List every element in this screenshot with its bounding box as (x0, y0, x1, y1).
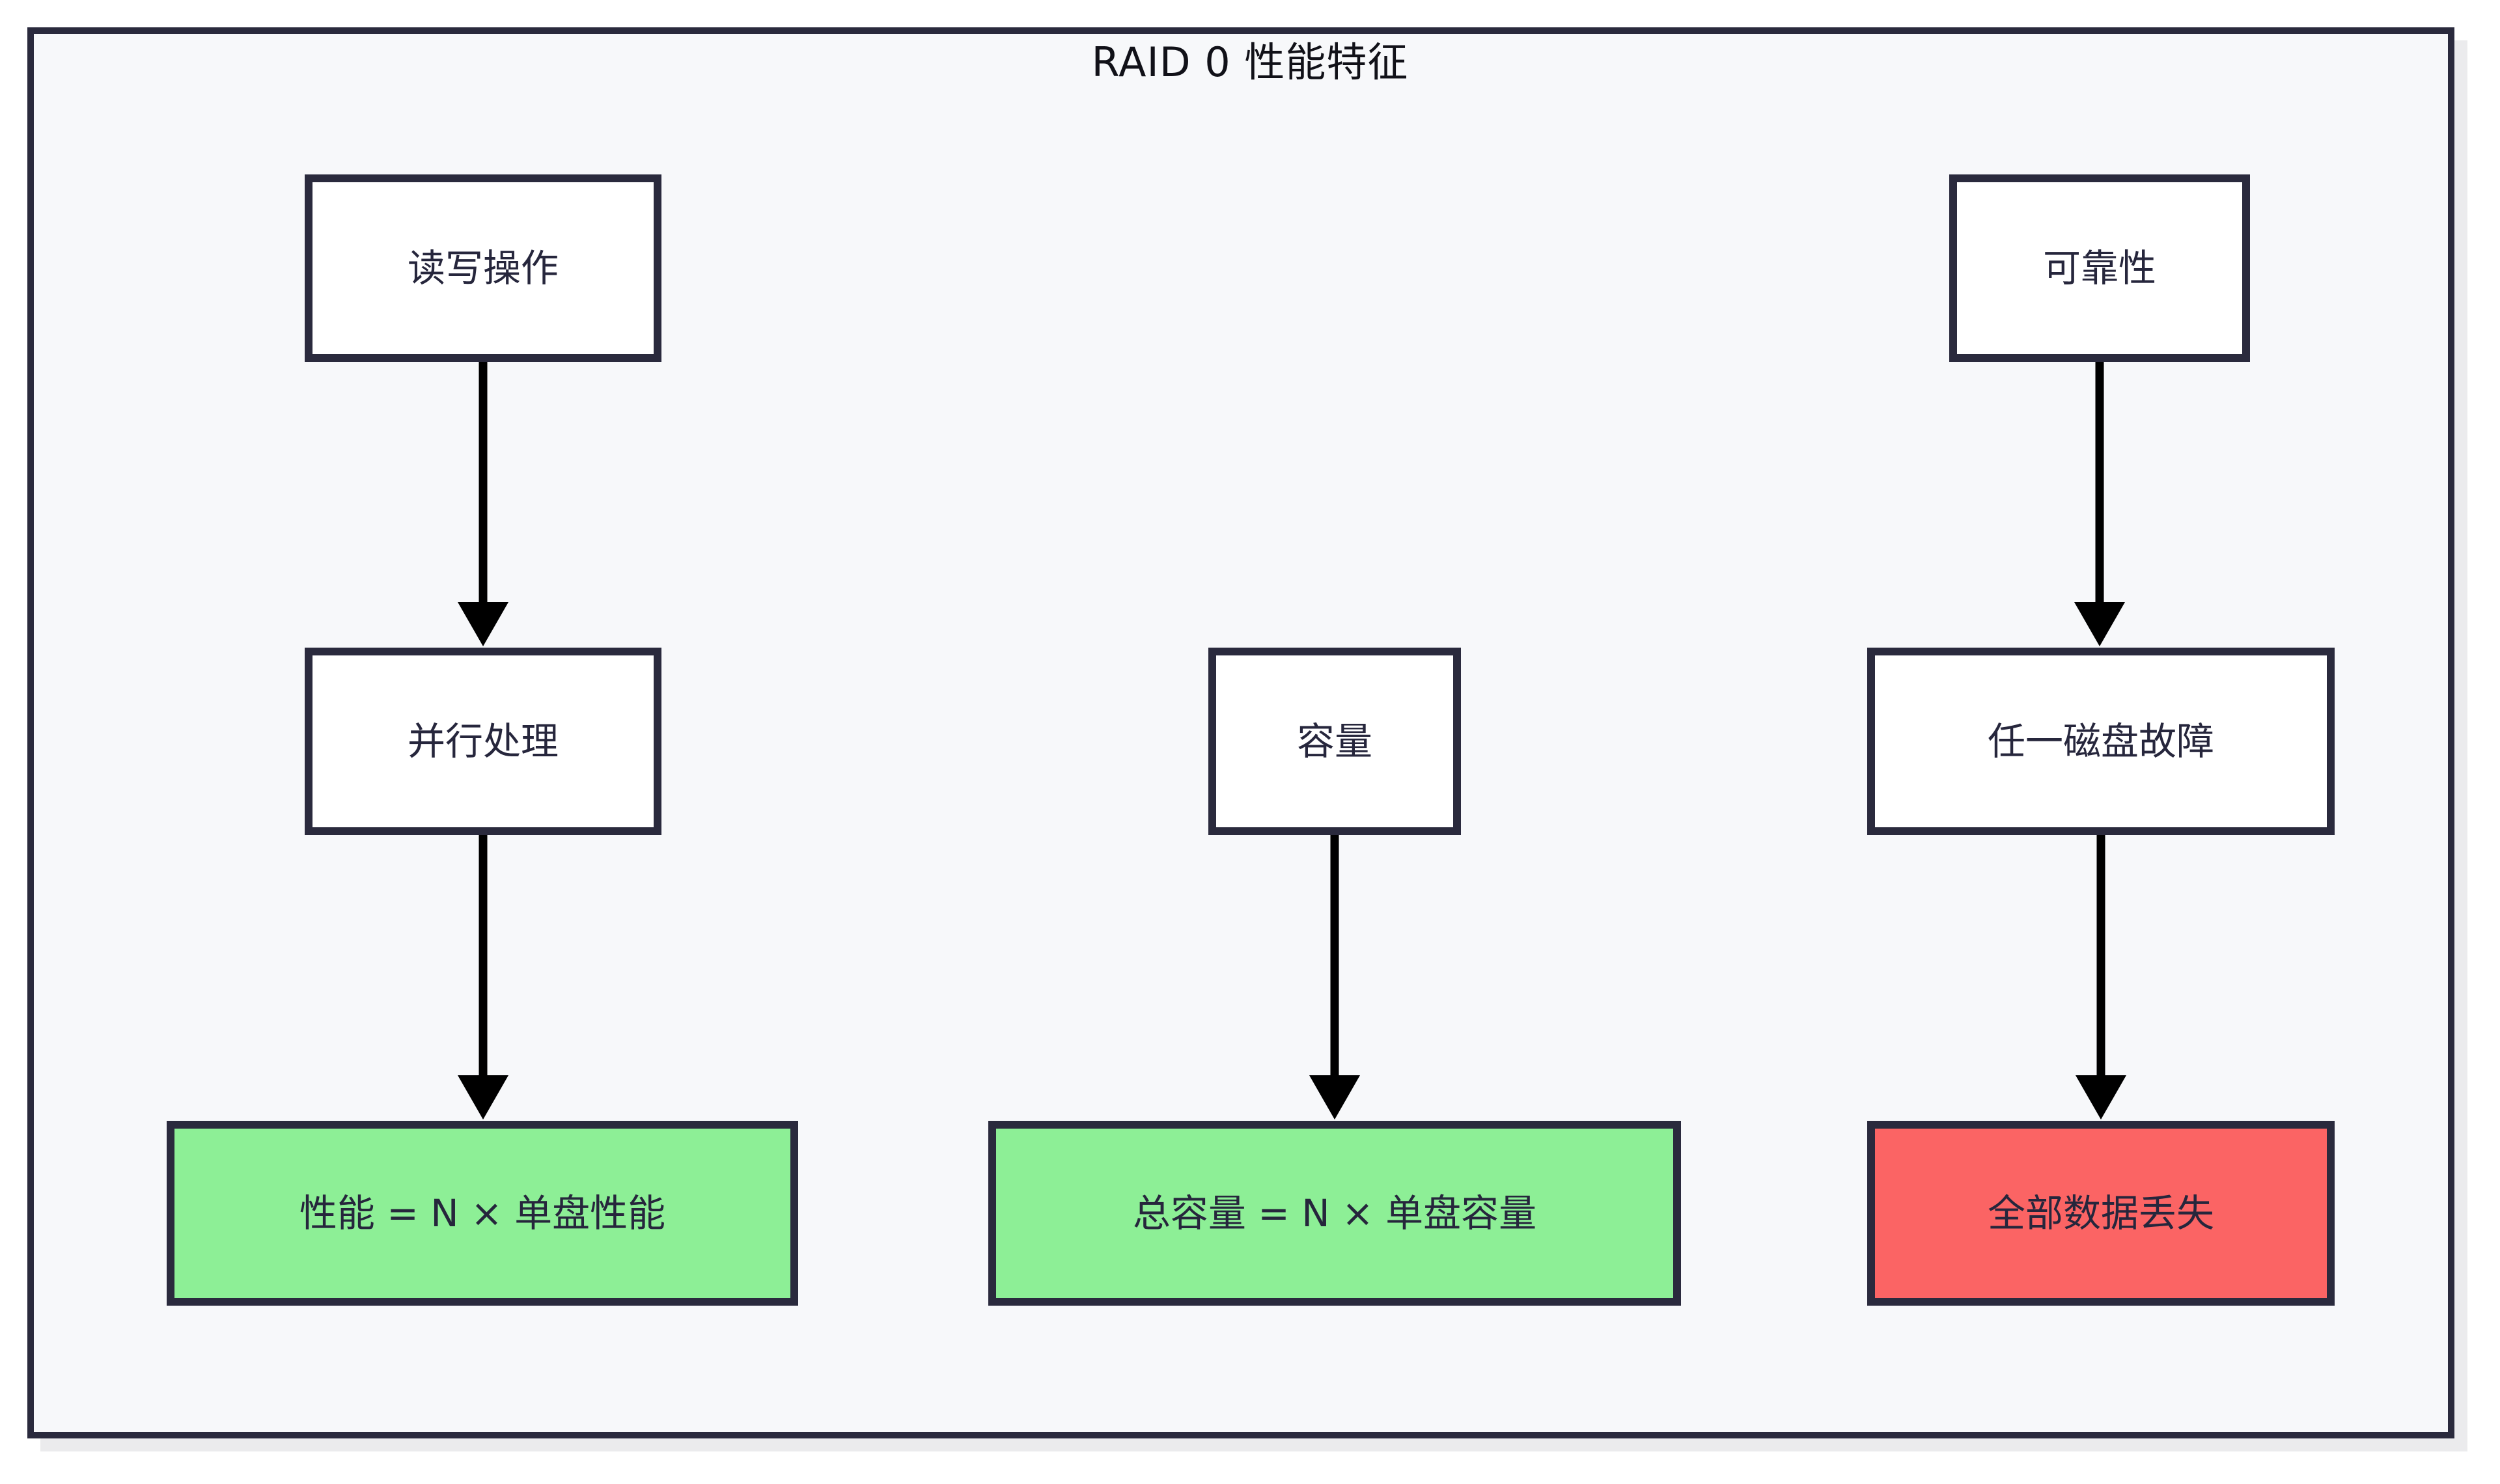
node-reliability[interactable]: 可靠性 (1949, 174, 2257, 368)
node-label: 总容量 = N × 单盘容量 (1132, 1190, 1537, 1235)
node-label: 任一磁盘故障 (1987, 719, 2214, 763)
node-capacity[interactable]: 容量 (1208, 648, 1467, 842)
node-capacity-formula[interactable]: 总容量 = N × 单盘容量 (988, 1121, 1688, 1312)
node-read-write[interactable]: 读写操作 (305, 174, 668, 368)
node-label: 并行处理 (407, 719, 559, 763)
node-total-data-loss[interactable]: 全部数据丢失 (1867, 1121, 2341, 1312)
node-performance-formula[interactable]: 性能 = N × 单盘性能 (167, 1121, 805, 1312)
node-any-disk-failure[interactable]: 任一磁盘故障 (1867, 648, 2341, 842)
node-label: 容量 (1296, 719, 1372, 763)
node-label: 可靠性 (2042, 245, 2156, 290)
page-title: RAID 0 性能特征 (1091, 38, 1409, 86)
node-label: 性能 = N × 单盘性能 (299, 1190, 666, 1235)
node-parallel-processing[interactable]: 并行处理 (305, 648, 668, 842)
node-label: 读写操作 (407, 245, 559, 290)
node-label: 全部数据丢失 (1987, 1190, 2214, 1235)
